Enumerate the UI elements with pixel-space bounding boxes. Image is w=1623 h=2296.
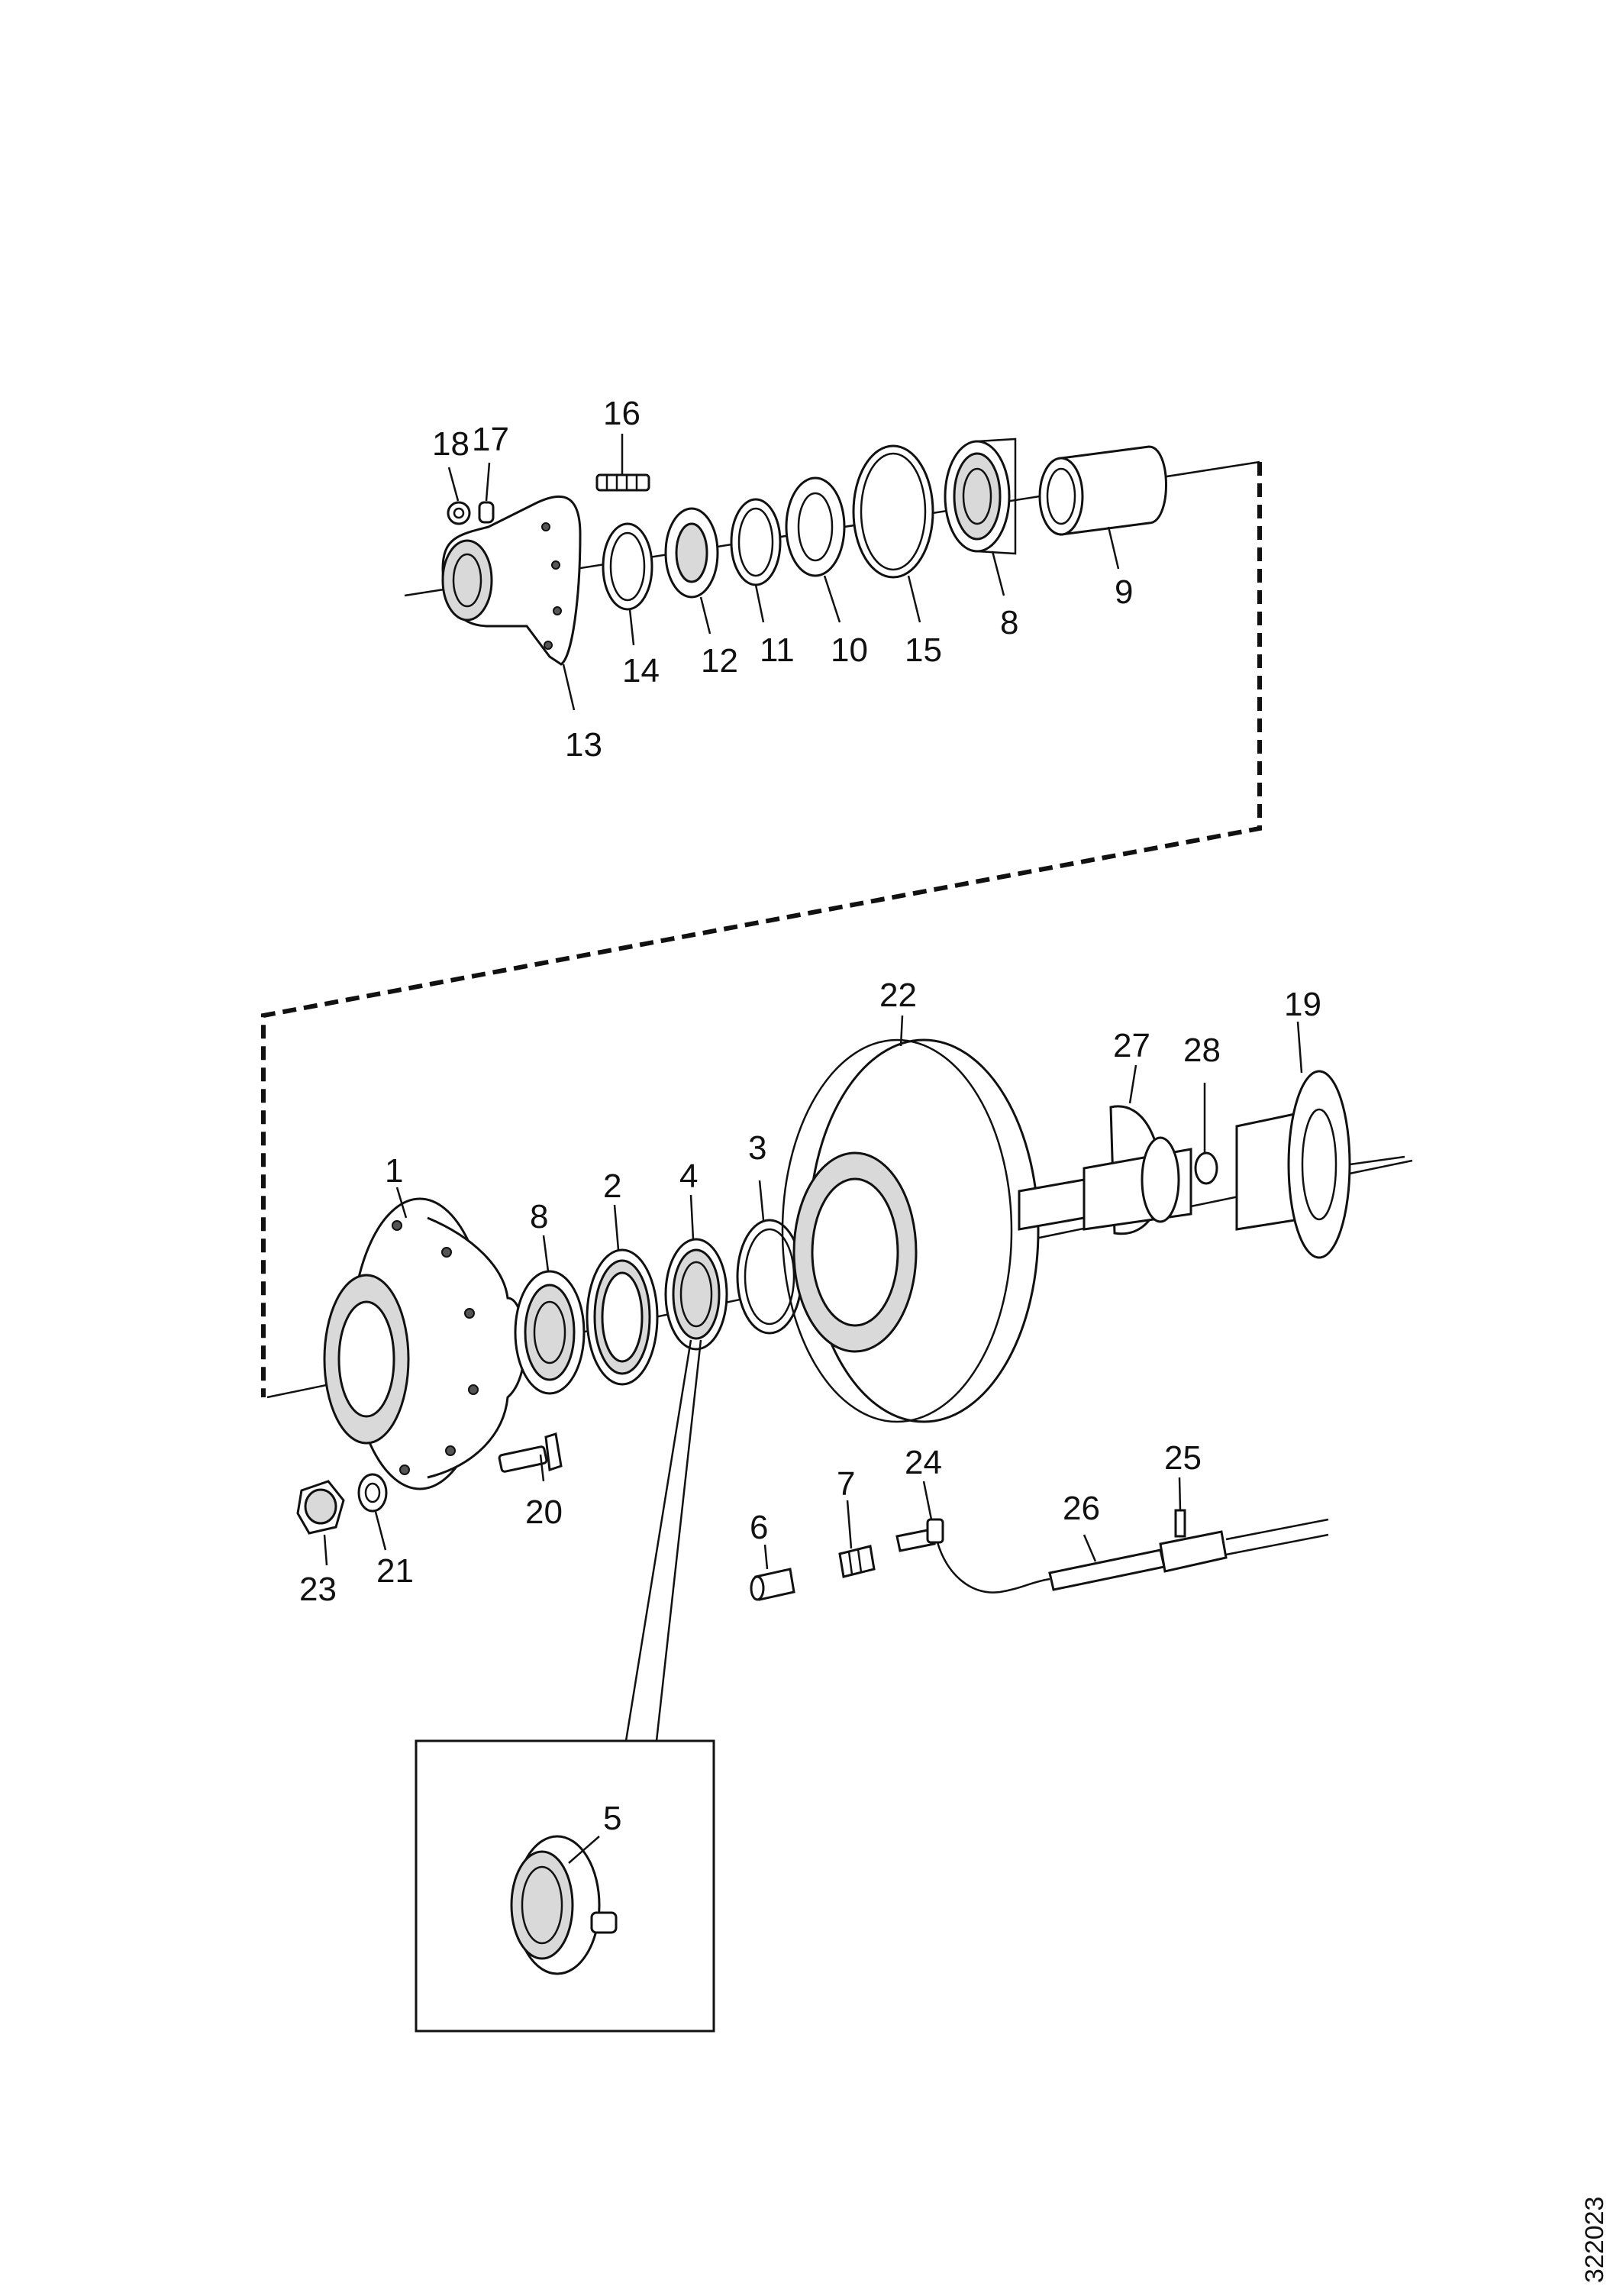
callout-4: 4 [679,1158,698,1195]
part-10-lock-washer [785,476,846,577]
callout-2: 2 [603,1167,621,1205]
callout-26: 26 [1063,1490,1100,1527]
part-17-washer [478,501,495,524]
callout-22: 22 [879,977,917,1014]
part-8-lower-bearing [514,1270,586,1395]
callout-15: 15 [905,631,942,669]
part-15-ring [852,444,934,579]
callout-25: 25 [1164,1439,1202,1477]
part-24-sensor [895,1518,1050,1594]
upper-assembly [404,434,1260,711]
axle-spindle [1018,1136,1192,1231]
callout-23: 23 [299,1571,337,1608]
callout-9: 9 [1115,573,1133,611]
callout-28: 28 [1183,1032,1221,1069]
callout-6: 6 [750,1509,768,1546]
part-12-nut [664,507,719,599]
callout-12: 12 [701,642,738,680]
callout-7: 7 [837,1465,855,1503]
part-22-brake-disc [781,1038,1040,1423]
part-1-wheel-hub [323,1197,527,1490]
part-25-cable-clip [1159,1509,1329,1573]
part-6-bushing [750,1568,795,1601]
part-18-nut [447,501,471,525]
lower-assembly [266,1015,1413,1742]
callout-13: 13 [565,726,602,764]
callout-18: 18 [432,425,469,463]
callout-19: 19 [1284,986,1321,1023]
callout-16: 16 [603,395,640,432]
document-number: 322023 [1580,2197,1609,2283]
detail-box-part-5 [415,1739,715,2033]
part-28-clip [1194,1151,1218,1185]
part-20-bolt [498,1432,563,1473]
part-21-washer [357,1473,388,1513]
part-14-ring [602,522,653,611]
callout-21: 21 [376,1552,414,1590]
callout-labels: 18 17 16 14 13 12 11 10 15 8 9 22 19 27 … [299,395,1321,1837]
callout-3: 3 [748,1129,766,1167]
callout-27: 27 [1113,1027,1150,1064]
part-13-hub-carrier [441,496,582,666]
dashed-connector [261,462,1262,1397]
callout-17: 17 [472,421,509,458]
part-19-axle-housing [1235,1070,1405,1259]
callout-11: 11 [760,631,795,669]
part-2-toothed-ring [586,1248,659,1386]
callout-10: 10 [831,631,868,669]
callout-8-lower: 8 [530,1198,548,1235]
callout-24: 24 [905,1444,942,1481]
part-5-sensor-ring [510,1835,618,1975]
callout-1: 1 [385,1152,403,1190]
part-7-sleeve [838,1545,876,1578]
part-26-cable-sheath [1048,1548,1166,1591]
part-4-seal [664,1238,728,1351]
callout-8-upper: 8 [1000,604,1018,641]
part-23-wheel-nut [296,1480,345,1535]
part-11-lock-ring [730,498,782,586]
part-3-ring [736,1219,803,1335]
callout-5: 5 [603,1800,621,1837]
part-9-sleeve [1038,445,1167,536]
callout-14: 14 [622,652,660,689]
part-16-stud [595,473,650,492]
callout-20: 20 [525,1494,563,1531]
part-8-upper-bearing [944,438,1017,555]
